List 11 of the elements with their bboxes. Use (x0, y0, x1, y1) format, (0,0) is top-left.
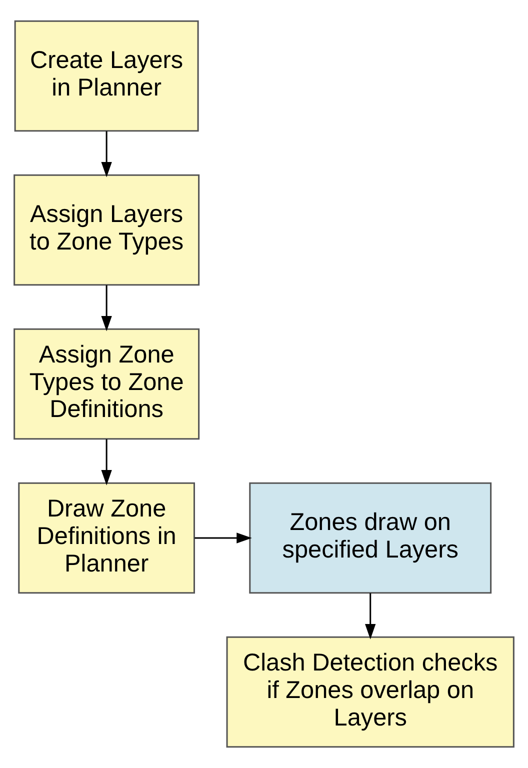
arrow (194, 532, 252, 544)
arrow (101, 285, 112, 332)
node-box: Draw Zone Definitions in Planner (18, 482, 195, 594)
node-box: Assign Layers to Zone Types (14, 174, 200, 286)
arrow (101, 439, 112, 486)
node-box: Zones draw on specified Layers (249, 482, 492, 594)
arrow (365, 593, 376, 640)
arrow (101, 131, 112, 178)
node-box: Clash Detection checks if Zones overlap on Layers (226, 636, 514, 748)
node-box: Create Layers in Planner (14, 20, 199, 132)
node-box: Assign Zone Types to Zone Definitions (14, 328, 200, 440)
